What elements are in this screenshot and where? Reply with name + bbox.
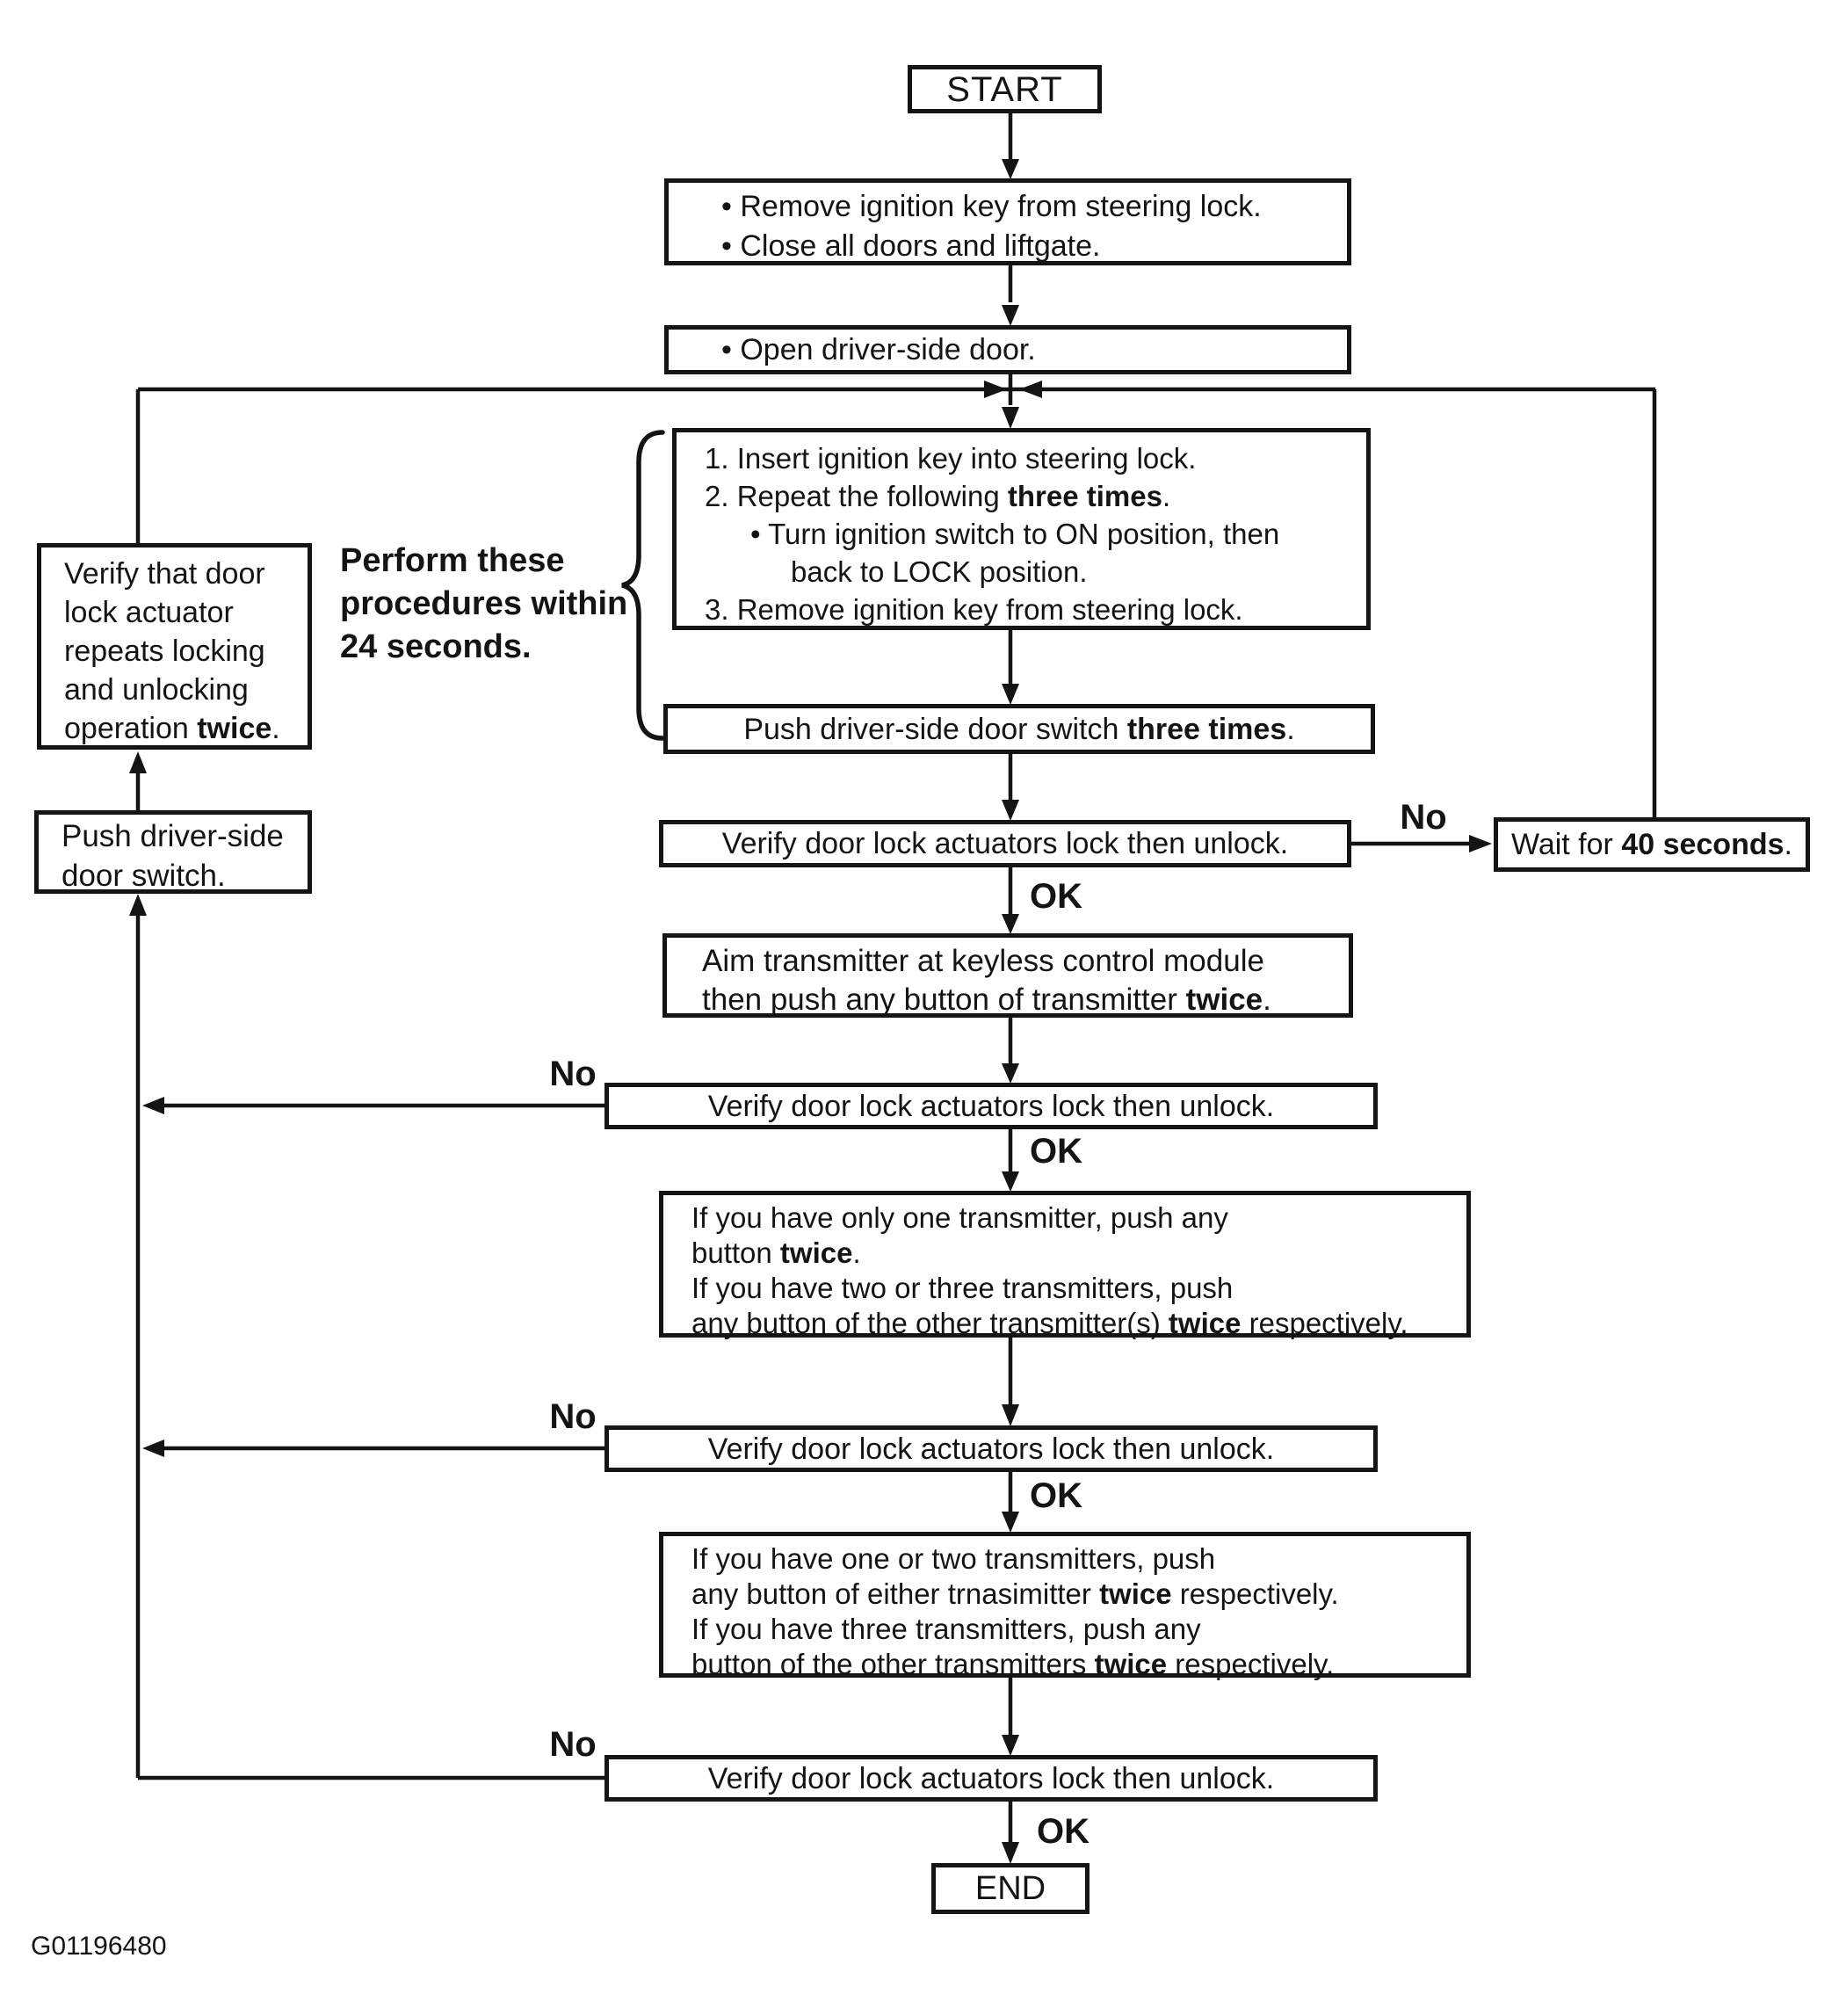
ok-label: OK <box>1030 877 1082 916</box>
prep-line: • Remove ignition key from steering lock… <box>721 190 1262 223</box>
ok-label: OK <box>1030 1132 1082 1171</box>
repeat-verify-line: Verify that door <box>64 557 265 591</box>
repeat-verify-line: repeats locking <box>64 635 265 668</box>
brace-icon <box>621 430 665 741</box>
no-label: No <box>549 1397 597 1436</box>
note-line: Perform these <box>340 542 565 579</box>
transmitter-line: button of the other transmitters twice r… <box>691 1648 1335 1680</box>
start-node: START <box>908 65 1102 113</box>
wait-40-seconds-node: Wait for 40 seconds. <box>1494 817 1810 872</box>
no-label: No <box>549 1055 597 1093</box>
transmitter-line: button twice. <box>691 1236 861 1269</box>
push-switch-line: Push driver-side <box>62 819 284 853</box>
aim-line: Aim transmitter at keyless control modul… <box>702 944 1264 978</box>
push-door-switch-node: Push driver-side door switch. <box>34 810 312 894</box>
transmitter-line: any button of the other transmitter(s) t… <box>691 1307 1408 1339</box>
repeat-verify-line: operation twice. <box>64 712 280 745</box>
prepare-node: • Remove ignition key from steering lock… <box>664 178 1351 265</box>
no-label: No <box>1400 798 1447 837</box>
repeat-verify-line: lock actuator <box>64 596 234 629</box>
push-switch-line: door switch. <box>62 859 226 893</box>
figure-id: G01196480 <box>31 1932 167 1961</box>
step-line: 2. Repeat the following three times. <box>705 480 1171 512</box>
repeat-verify-node: Verify that door lock actuator repeats l… <box>37 543 312 750</box>
verify-actuators-node-1: Verify door lock actuators lock then unl… <box>659 820 1351 867</box>
open-door-line: • Open driver-side door. <box>721 333 1036 366</box>
verify-line: Verify door lock actuators lock then unl… <box>707 1761 1275 1795</box>
wait-line: Wait for 40 seconds. <box>1511 828 1792 861</box>
open-door-node: • Open driver-side door. <box>664 325 1351 374</box>
step-line: 3. Remove ignition key from steering loc… <box>705 593 1243 626</box>
verify-actuators-node-4: Verify door lock actuators lock then unl… <box>604 1755 1378 1802</box>
verify-line: Verify door lock actuators lock then unl… <box>707 1089 1275 1123</box>
verify-actuators-node-3: Verify door lock actuators lock then unl… <box>604 1425 1378 1472</box>
push-switch-three-times-node: Push driver-side door switch three times… <box>663 704 1375 754</box>
note-line: procedures within <box>340 585 628 622</box>
transmitter-line: If you have two or three transmitters, p… <box>691 1272 1234 1304</box>
aim-line: then push any button of transmitter twic… <box>702 983 1271 1017</box>
retry-rail <box>135 381 1657 817</box>
verify-actuators-node-2: Verify door lock actuators lock then unl… <box>604 1083 1378 1129</box>
ok-label: OK <box>1037 1812 1090 1851</box>
step-line: back to LOCK position. <box>791 555 1088 588</box>
verify-line: Verify door lock actuators lock then unl… <box>721 827 1289 860</box>
step-line: • Turn ignition switch to ON position, t… <box>750 518 1280 550</box>
end-node: END <box>931 1863 1090 1914</box>
transmitters-node-1: If you have only one transmitter, push a… <box>659 1191 1471 1339</box>
prep-line: • Close all doors and liftgate. <box>721 229 1101 263</box>
transmitters-node-2: If you have one or two transmitters, pus… <box>659 1532 1471 1680</box>
no-label: No <box>549 1725 597 1764</box>
transmitter-line: If you have only one transmitter, push a… <box>691 1201 1228 1234</box>
transmitter-line: If you have three transmitters, push any <box>691 1613 1201 1645</box>
ignition-steps-node: 1. Insert ignition key into steering loc… <box>672 428 1371 630</box>
note-line: 24 seconds. <box>340 628 532 665</box>
verify-line: Verify door lock actuators lock then unl… <box>707 1432 1275 1466</box>
aim-transmitter-node: Aim transmitter at keyless control modul… <box>662 933 1353 1018</box>
no-wait-arrow <box>1351 835 1492 852</box>
push-three-line: Push driver-side door switch three times… <box>743 712 1295 746</box>
repeat-verify-line: and unlocking <box>64 673 249 707</box>
left-loop-arrows <box>129 751 604 1780</box>
timing-note: Perform these procedures within 24 secon… <box>340 540 652 669</box>
transmitter-line: any button of either trnasimitter twice … <box>691 1577 1339 1610</box>
transmitter-line: If you have one or two transmitters, pus… <box>691 1542 1216 1575</box>
ok-label: OK <box>1030 1476 1082 1515</box>
step-line: 1. Insert ignition key into steering loc… <box>705 442 1197 475</box>
